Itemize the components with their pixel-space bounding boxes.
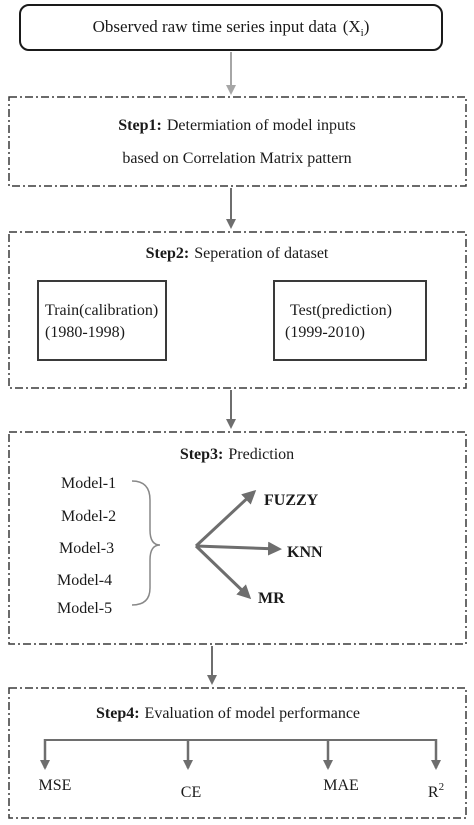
model-5-label: Model-5 — [57, 600, 112, 617]
step1-subtitle: based on Correlation Matrix pattern — [122, 150, 351, 167]
arrow-to-knn — [195, 541, 282, 556]
train-box — [37, 280, 167, 361]
input-data-box — [19, 4, 443, 51]
arrow-to-fuzzy — [194, 489, 257, 548]
model-group-brace — [131, 480, 161, 606]
step2-title: Step2:Seperation of dataset — [146, 245, 329, 262]
train-label: Train(calibration) — [45, 302, 158, 319]
train-years: (1980-1998) — [45, 324, 125, 341]
test-box — [273, 280, 427, 361]
model-3-label: Model-3 — [59, 540, 114, 557]
model-1-label: Model-1 — [61, 475, 116, 492]
step3-title: Step3:Prediction — [180, 446, 294, 463]
method-fuzzy: FUZZY — [264, 492, 319, 509]
metric-ce: CE — [181, 784, 201, 801]
step4-box — [8, 687, 467, 819]
method-knn: KNN — [287, 544, 323, 561]
metric-mae: MAE — [323, 777, 359, 794]
test-years: (1999-2010) — [285, 324, 365, 341]
step3-box — [8, 431, 467, 645]
input-data-label: Observed raw time series input data(Xi) — [93, 17, 370, 39]
model-4-label: Model-4 — [57, 572, 112, 589]
step1-box — [8, 96, 467, 187]
test-label: Test(prediction) — [290, 302, 392, 319]
step4-title: Step4:Evaluation of model performance — [96, 705, 360, 722]
metric-mse: MSE — [39, 777, 72, 794]
model-2-label: Model-2 — [61, 508, 116, 525]
step1-title: Step1:Determiation of model inputs — [118, 117, 355, 134]
arrow-to-mr — [194, 544, 252, 600]
method-mr: MR — [258, 590, 285, 607]
metric-r2: R2 — [428, 781, 444, 801]
